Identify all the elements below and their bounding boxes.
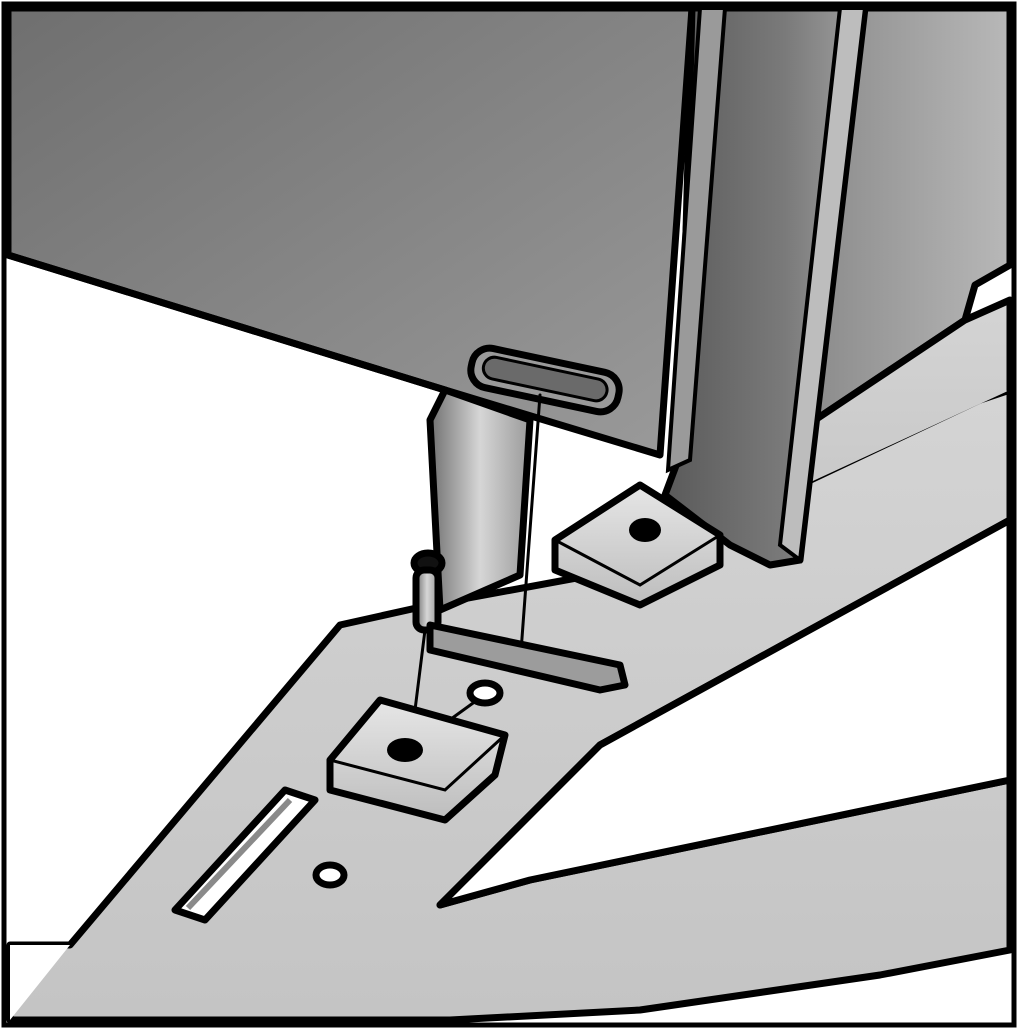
mounting-block — [551, 481, 724, 609]
upright-post — [661, 4, 869, 569]
plate-slot — [171, 786, 319, 924]
spacer-block — [326, 696, 509, 824]
panel — [4, 4, 1014, 459]
mounting-leg — [426, 386, 534, 614]
floor-slot — [426, 621, 629, 694]
hole — [312, 861, 348, 889]
hole — [466, 679, 504, 707]
screw — [410, 549, 446, 634]
